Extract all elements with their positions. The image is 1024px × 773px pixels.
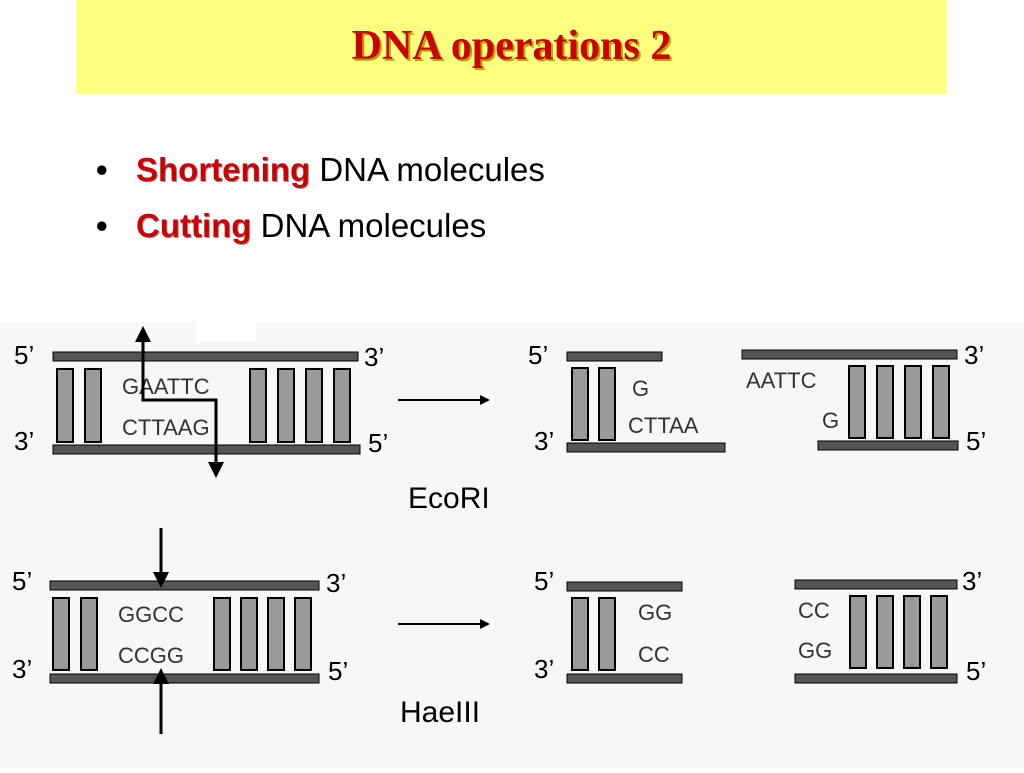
end-label: 5’	[966, 656, 986, 686]
haeiii-right-product	[794, 579, 958, 684]
sequence-top: CC	[798, 598, 830, 623]
sequence-bottom: CTTAA	[628, 413, 699, 438]
top-strand	[794, 579, 958, 590]
bottom-strand	[52, 444, 361, 455]
sequence-bottom: CC	[638, 642, 670, 667]
base-pair	[571, 597, 589, 671]
bullet-dot: •	[96, 151, 108, 188]
base-pair	[849, 595, 867, 669]
ecori-right-product	[741, 349, 959, 451]
slide-title: DNA operations 2	[351, 23, 672, 69]
end-label: 5’	[966, 426, 986, 456]
ecori-original-molecule	[52, 351, 361, 455]
sequence-top: AATTC	[746, 368, 817, 393]
haeiii-left-product	[566, 581, 683, 684]
sequence-bottom: CCGG	[118, 643, 184, 668]
end-label: 5’	[528, 340, 548, 370]
ecori-sequence: GAATTC CTTAAG	[122, 374, 210, 440]
end-label: 5’	[12, 566, 32, 596]
base-pair	[213, 597, 231, 671]
cut-arrowhead-down	[208, 462, 224, 478]
haeiii-original-molecule	[49, 580, 320, 684]
bullet-text: DNA molecules	[260, 207, 487, 244]
end-label: 3’	[364, 342, 384, 372]
end-label: 5’	[368, 428, 388, 458]
base-pair	[80, 597, 98, 671]
ecori-left-product	[566, 351, 726, 453]
top-strand	[52, 351, 359, 362]
base-pair	[876, 595, 894, 669]
bottom-strand	[794, 673, 958, 684]
sequence-top: GGCC	[118, 602, 184, 627]
end-label: 3’	[12, 654, 32, 684]
end-label: 3’	[964, 340, 984, 370]
base-pair	[904, 365, 922, 439]
end-label: 3’	[326, 568, 346, 598]
haeiii-original-labels: 5’ 3’ 3’ 5’	[12, 566, 348, 686]
base-pair	[598, 367, 616, 441]
bottom-strand	[49, 673, 320, 684]
figure-notch	[196, 322, 256, 342]
base-pair	[84, 368, 102, 443]
sequence-bottom: GG	[798, 638, 832, 663]
restriction-enzyme-figure: 5’ 3’ 3’ 5’ GAATTC CTTAAG EcoRI 5’ 3’ G …	[0, 322, 1024, 768]
bullet-list: • Shortening DNA molecules • Cutting DNA m…	[96, 142, 545, 254]
sequence-bottom: CTTAAG	[122, 415, 210, 440]
top-strand	[49, 580, 320, 591]
end-label: 5’	[14, 340, 34, 370]
ecori-cut-line	[141, 340, 218, 464]
base-pair	[277, 368, 295, 443]
base-pair	[56, 368, 74, 443]
bullet-dot: •	[96, 207, 108, 244]
bullet-text: DNA molecules	[319, 151, 545, 188]
sequence-bottom: G	[822, 408, 839, 433]
sequence-top: GAATTC	[122, 374, 210, 399]
bottom-strand	[817, 440, 959, 451]
base-pair	[903, 595, 921, 669]
cut-arrowhead-up	[135, 326, 151, 342]
haeiii-enzyme-label: HaeIII	[400, 696, 480, 729]
bottom-strand	[566, 442, 726, 453]
bullet-item-cutting: • Cutting DNA molecules	[96, 198, 545, 254]
base-pair	[305, 368, 323, 443]
base-pair	[333, 368, 351, 443]
base-pair	[52, 597, 70, 671]
cut-arrowhead-down	[153, 572, 169, 588]
restriction-diagram: 5’ 3’ 3’ 5’ GAATTC CTTAAG EcoRI 5’ 3’ G …	[0, 322, 1024, 768]
cut-arrowhead-up	[153, 668, 169, 684]
ecori-enzyme-label: EcoRI	[408, 482, 490, 515]
base-pair	[848, 365, 866, 439]
title-bar: DNA operations 2	[76, 0, 947, 94]
base-pair	[294, 597, 312, 671]
end-label: 3’	[534, 426, 554, 456]
haeiii-sequence: GGCC CCGG	[118, 602, 184, 668]
end-label: 3’	[14, 426, 34, 456]
base-pair	[598, 597, 616, 671]
end-label: 5’	[328, 656, 348, 686]
base-pair	[267, 597, 285, 671]
end-label: 3’	[534, 654, 554, 684]
base-pair	[240, 597, 258, 671]
end-label: 3’	[962, 566, 982, 596]
sequence-top: G	[632, 376, 649, 401]
sequence-top: GG	[638, 600, 672, 625]
base-pair	[571, 367, 589, 441]
base-pair	[876, 365, 894, 439]
base-pair	[249, 368, 267, 443]
bottom-strand	[566, 673, 683, 684]
bullet-highlight: Cutting	[136, 207, 252, 244]
base-pair	[932, 365, 950, 439]
end-label: 5’	[534, 566, 554, 596]
ecori-original-labels: 5’ 3’ 3’ 5’	[14, 340, 388, 458]
base-pair	[930, 595, 948, 669]
bullet-highlight: Shortening	[136, 151, 311, 188]
top-strand	[741, 349, 958, 360]
bullet-item-shortening: • Shortening DNA molecules	[96, 142, 545, 198]
top-strand	[566, 581, 683, 592]
top-strand	[566, 351, 663, 362]
